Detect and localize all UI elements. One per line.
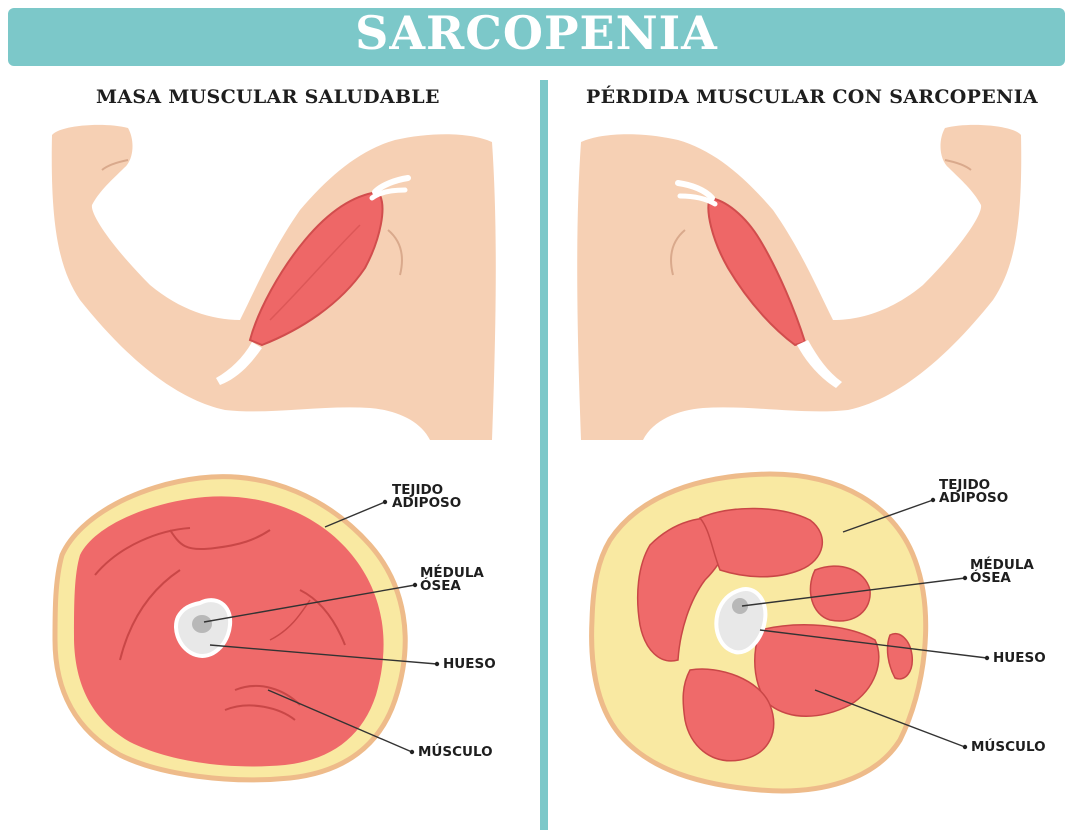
label-muscle-sarcopenia: MÚSCULO [971, 740, 1046, 754]
arm-sarcopenia [577, 125, 1021, 440]
label-bone-healthy: HUESO [443, 657, 496, 671]
label-bone-sarcopenia: HUESO [993, 651, 1046, 665]
cross-section-healthy [55, 477, 439, 780]
label-marrow-sarcopenia-line2: ÓSEA [970, 571, 1011, 585]
label-marrow-healthy-line2: ÓSEA [420, 579, 461, 593]
label-adipose-healthy-line2: ADIPOSO [392, 496, 461, 510]
label-muscle-healthy: MÚSCULO [418, 745, 493, 759]
cross-section-sarcopenia [592, 474, 990, 791]
arm-healthy [52, 125, 496, 440]
label-adipose-sarcopenia-line2: ADIPOSO [939, 491, 1008, 505]
